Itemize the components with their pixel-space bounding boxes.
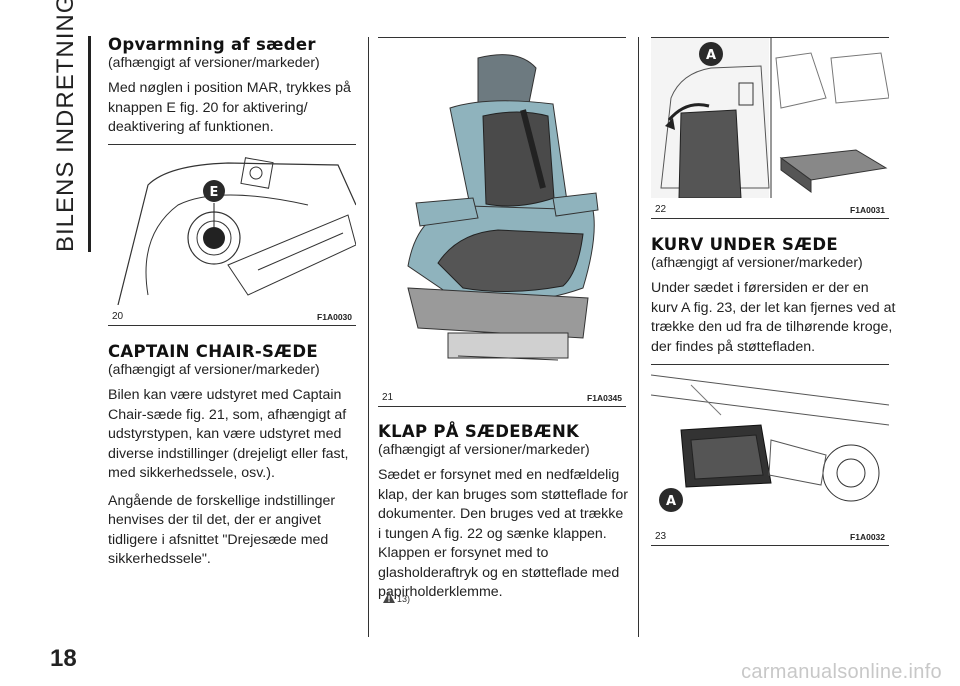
section-body: Med nøglen i position MAR, trykkes på kn… <box>108 80 351 135</box>
figure-20: E 20 F1A0030 <box>108 144 357 326</box>
under-seat-basket-illustration: A <box>650 374 890 512</box>
section-body: Sædet er forsynet med en nedfældelig kla… <box>378 467 628 600</box>
section-body: Bilen kan være udstyret med Captain Chai… <box>108 387 349 481</box>
section-under-seat-basket: KURV UNDER SÆDE (afhængigt af versioner/… <box>651 236 896 357</box>
section-subtitle: (afhængigt af versioner/markeder) <box>108 361 320 377</box>
captain-chair-illustration <box>407 54 599 361</box>
section-title: KURV UNDER SÆDE <box>651 235 838 254</box>
figure-number: 20 <box>112 311 124 322</box>
figure-code: F1A0345 <box>587 393 622 403</box>
section-heated-seats: Opvarmning af sæder (afhængigt af versio… <box>108 36 358 138</box>
section-subtitle: (afhængigt af versioner/markeder) <box>108 54 320 70</box>
side-chapter-title: BILENS INDRETNING <box>52 0 79 252</box>
label-e: E <box>210 185 219 200</box>
figure-code: F1A0031 <box>850 205 885 215</box>
figure-21: 21 F1A0345 <box>378 37 626 407</box>
section-title: KLAP PÅ SÆDEBÆNK <box>378 422 580 441</box>
section-subtitle: (afhængigt af versioner/markeder) <box>378 441 590 457</box>
warning-reference: 13) <box>397 594 411 604</box>
side-rule <box>88 36 91 252</box>
section-captain-chair: CAPTAIN CHAIR-SÆDE (afhængigt af version… <box>108 343 360 570</box>
section-body: Under sædet i førersiden er der en kurv … <box>651 280 896 355</box>
figure-number: 22 <box>655 204 667 215</box>
figure-22: A 22 F1A0031 <box>651 37 890 219</box>
section-body: Angående de forskellige indstillinger he… <box>108 492 336 568</box>
heated-seat-button-illustration: E <box>117 157 357 306</box>
label-a: A <box>706 48 716 63</box>
label-a: A <box>666 494 676 509</box>
figure-code: F1A0030 <box>317 312 352 322</box>
watermark: carmanualsonline.info <box>741 661 942 683</box>
warning-icon <box>383 592 395 603</box>
section-title: CAPTAIN CHAIR-SÆDE <box>108 342 318 361</box>
seat-flap-illustration: A <box>651 38 890 199</box>
section-seat-bench-flap: KLAP PÅ SÆDEBÆNK (afhængigt af versioner… <box>378 423 630 603</box>
column-separator <box>638 37 639 637</box>
column-separator <box>368 37 369 637</box>
section-subtitle: (afhængigt af versioner/markeder) <box>651 254 863 270</box>
section-title: Opvarmning af sæder <box>108 35 316 54</box>
figure-code: F1A0032 <box>850 532 885 542</box>
page-number: 18 <box>50 645 77 672</box>
figure-number: 23 <box>655 531 667 542</box>
figure-number: 21 <box>382 392 394 403</box>
figure-23: A 23 F1A0032 <box>650 364 890 546</box>
